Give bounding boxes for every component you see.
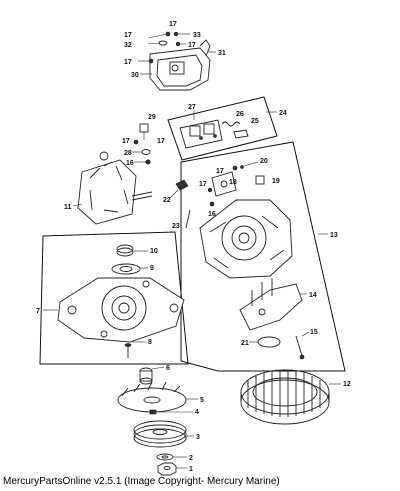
callout-30: 30 xyxy=(131,72,139,79)
washer-28 xyxy=(141,149,151,155)
screw-17-top xyxy=(147,31,171,39)
stator-support-14 xyxy=(239,278,303,331)
callout-33: 33 xyxy=(193,32,201,39)
o-ring-21 xyxy=(257,336,281,348)
spacer-6 xyxy=(139,367,153,385)
group-box-7 xyxy=(39,231,189,365)
nut-16-box13 xyxy=(209,201,215,207)
retainer-9 xyxy=(111,263,141,275)
group-box-24 xyxy=(167,96,278,161)
callout-16-a: 16 xyxy=(126,160,134,167)
callout-17-d: 17 xyxy=(124,59,132,66)
callout-7: 7 xyxy=(36,308,40,315)
callout-2: 2 xyxy=(189,455,193,462)
callout-24: 24 xyxy=(279,110,287,117)
callout-13: 13 xyxy=(330,232,338,239)
callout-17-e: 17 xyxy=(157,138,165,145)
copyright-footer: MercuryPartsOnline v2.5.1 (Image Copyrig… xyxy=(3,476,280,487)
callout-27: 27 xyxy=(188,104,196,111)
callout-18: 18 xyxy=(229,179,237,186)
screw-17-diode xyxy=(133,139,139,145)
callout-16-b: 16 xyxy=(208,211,216,218)
spring-26 xyxy=(221,121,241,127)
callout-19: 19 xyxy=(272,178,280,185)
screw-17-left-box13 xyxy=(207,187,213,193)
diode-29 xyxy=(139,123,149,140)
cap-19 xyxy=(255,175,265,185)
callout-3: 3 xyxy=(196,434,200,441)
callout-5: 5 xyxy=(200,397,204,404)
callout-8: 8 xyxy=(148,339,152,346)
insulator-22 xyxy=(175,179,189,191)
callout-17-g: 17 xyxy=(216,168,224,175)
screw-8 xyxy=(124,343,132,358)
screw-17-mid xyxy=(175,41,186,47)
callout-17-h: 17 xyxy=(199,181,207,188)
callout-6: 6 xyxy=(166,365,170,372)
callout-25: 25 xyxy=(251,118,259,125)
callout-21: 21 xyxy=(241,340,249,347)
regulator-27 xyxy=(179,119,223,149)
callout-17-a: 17 xyxy=(169,21,177,28)
nut-1 xyxy=(157,462,177,476)
clip-25 xyxy=(233,129,249,139)
stud-23 xyxy=(185,209,191,229)
screw-17-left xyxy=(138,58,154,64)
callout-10: 10 xyxy=(150,248,158,255)
nut-16-upper xyxy=(145,159,151,165)
callout-17-b: 17 xyxy=(124,32,132,39)
washer-32 xyxy=(147,40,168,46)
bolt-15 xyxy=(295,335,305,360)
callout-31: 31 xyxy=(218,50,226,57)
callout-22: 22 xyxy=(163,197,171,204)
callout-28: 28 xyxy=(124,150,132,157)
end-frame-13 xyxy=(199,199,293,279)
callout-12: 12 xyxy=(343,381,351,388)
drive-end-frame-7 xyxy=(57,277,185,343)
stator-12 xyxy=(240,369,330,425)
terminal-31 xyxy=(199,39,216,57)
callout-29: 29 xyxy=(148,114,156,121)
callout-23: 23 xyxy=(172,223,180,230)
callout-15: 15 xyxy=(310,329,318,336)
callout-17-c: 17 xyxy=(188,42,196,49)
screw-17-box13 xyxy=(232,165,238,171)
fan-5 xyxy=(117,381,187,413)
washer-2 xyxy=(156,453,174,461)
callout-32: 32 xyxy=(124,42,132,49)
rectifier-18 xyxy=(211,171,237,197)
brush-holder-assembly-30 xyxy=(149,47,211,91)
callout-4: 4 xyxy=(195,409,199,416)
rotor-11 xyxy=(77,151,153,225)
callout-26: 26 xyxy=(236,111,244,118)
bearing-10 xyxy=(116,244,134,257)
pulley-3 xyxy=(133,420,187,448)
callout-9: 9 xyxy=(150,265,154,272)
screw-33 xyxy=(173,31,190,37)
callout-1: 1 xyxy=(189,466,193,473)
callout-20: 20 xyxy=(260,158,268,165)
callout-14: 14 xyxy=(309,292,317,299)
key-4 xyxy=(149,409,157,415)
group-box-13 xyxy=(180,141,346,372)
callout-11: 11 xyxy=(64,204,72,211)
callout-17-f: 17 xyxy=(122,138,130,145)
